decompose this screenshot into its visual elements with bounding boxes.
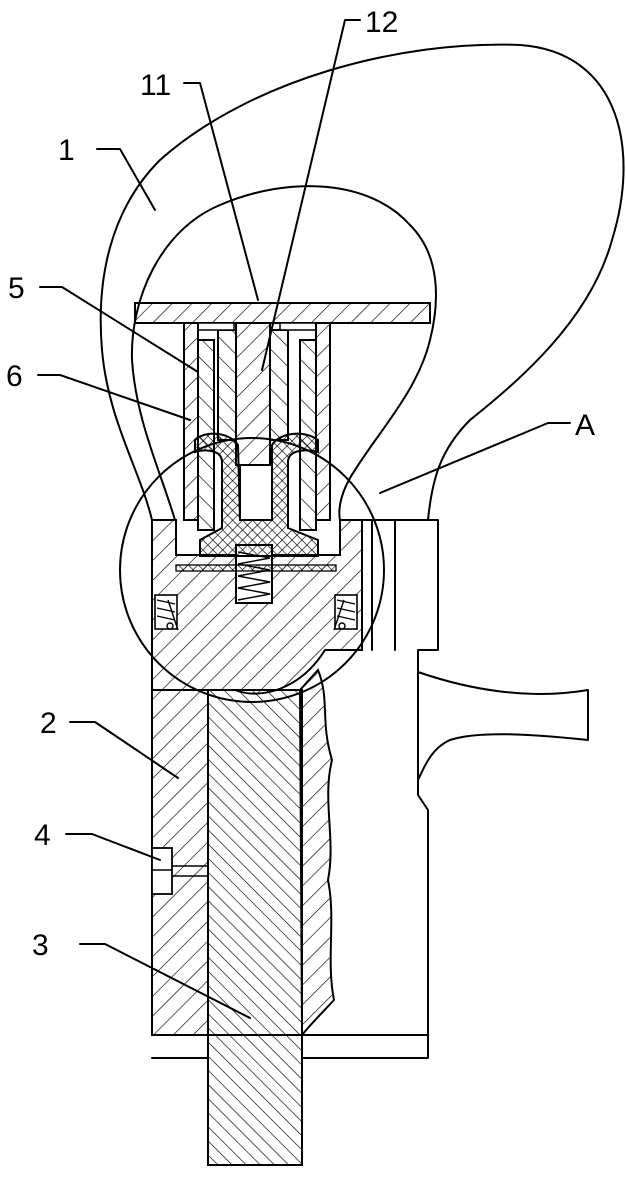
label-5: 5 [8,272,25,305]
label-11: 11 [140,69,171,102]
label-6: 6 [6,360,23,393]
sleeve-5-left [184,323,198,520]
side-handle [418,672,588,780]
latch-right [334,595,357,630]
top-plate [135,303,430,323]
sleeve-5-right [316,323,330,520]
label-a: A [575,409,595,442]
label-12: 12 [365,6,398,39]
label-2: 2 [40,707,57,740]
label-4: 4 [34,819,51,852]
stem-12 [236,323,270,465]
label-3: 3 [32,929,49,962]
outer-cover-outline [101,45,624,520]
tube-11 [218,330,236,440]
lower-housing-right [300,670,334,1035]
latch-left [155,595,178,630]
label-1: 1 [58,134,75,167]
shaft-3 [208,690,302,1165]
